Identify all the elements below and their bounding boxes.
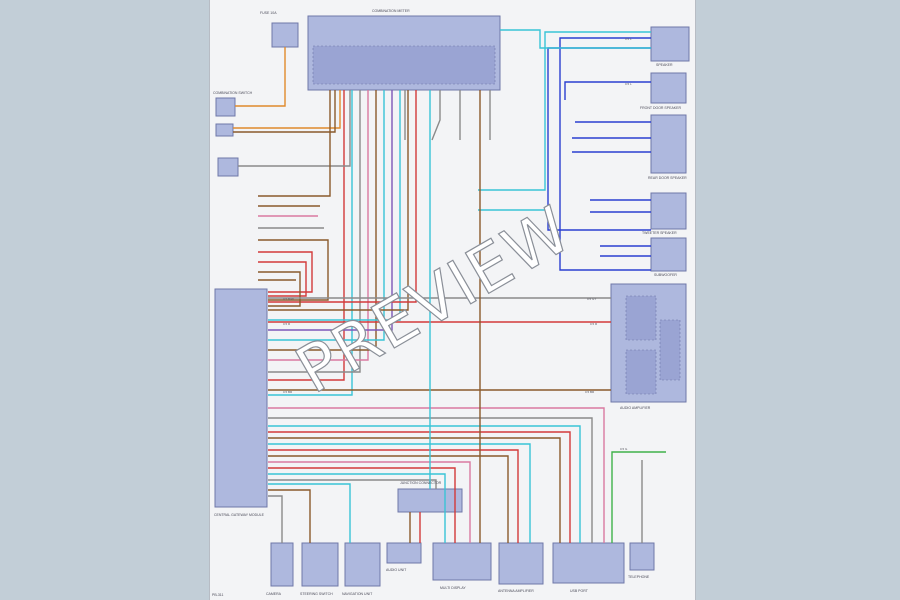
fuse-box[interactable] [271,22,299,48]
wire [268,90,345,381]
wire [268,90,361,373]
wire [235,47,286,107]
wire [268,417,593,543]
component-boxes [214,15,690,587]
amplifier-inner-bottom [625,349,657,395]
right-box-3[interactable] [650,114,687,174]
wire [268,90,409,311]
right-4-label: TWEETER SPEAKER [642,231,677,235]
wire [268,431,571,543]
page-id: PB-311 [212,593,223,597]
preview-watermark: PREVIEW [284,192,584,408]
wires [233,29,666,543]
wire [268,90,393,331]
mid-connector-label: JUNCTION CONNECTOR [400,481,442,485]
right-box-1[interactable] [650,26,690,62]
bottom-8-label: TELEPHONE [628,575,650,579]
wire [268,495,283,543]
wire [268,90,417,303]
wire [268,461,471,543]
left-small-box[interactable] [215,123,234,137]
wire [268,407,605,543]
top-module-inner [312,45,496,85]
amplifier-label: AUDIO AMPLIFIER [620,406,651,410]
bottom-box-7[interactable] [552,542,625,584]
wire [258,261,307,297]
wire [258,90,331,197]
bottom-4-label: AUDIO UNIT [386,568,407,572]
wire [268,489,311,543]
right-box-5[interactable] [650,237,687,272]
bottom-3-label: NAVIGATION UNIT [342,592,373,596]
right-3-label: REAR DOOR SPEAKER [648,176,687,180]
right-box-2[interactable] [650,72,687,104]
bottom-5-label: MULTI DISPLAY [440,586,466,590]
wire [258,271,301,307]
pin-label: 0.5 L [625,82,632,86]
wire [559,37,651,271]
wire [233,90,341,129]
wire [547,47,651,231]
wire [268,90,377,351]
mid-connector-box[interactable] [397,488,463,513]
amplifier-inner-right [659,319,681,381]
wire [268,483,351,543]
box-labels: COMBINATION METER FUSE 10A COMBINATION S… [212,9,687,597]
pin-label: 0.5 R [283,322,291,326]
left-module-label: CENTRAL GATEWAY MODULE [214,513,265,517]
right-box-4[interactable] [650,192,687,230]
pin-label: 0.5 R [590,322,598,326]
pin-label: 0.5 BR [585,390,595,394]
bottom-box-1[interactable] [270,542,294,587]
right-1-label: SPEAKER [656,63,673,67]
wire [268,90,353,396]
bottom-box-5[interactable] [432,542,492,581]
pin-label: 0.5 GY [587,297,596,301]
bottom-box-4[interactable] [386,542,422,564]
wire [268,437,561,543]
right-2-label: FRONT DOOR SPEAKER [640,106,681,110]
pin-label: 0.5 BR [283,390,293,394]
bottom-box-3[interactable] [344,542,381,587]
bottom-box-2[interactable] [301,542,339,587]
wire [233,90,336,133]
bottom-1-label: CAMERA [266,592,282,596]
pin-label: 0.5 B/W [283,297,294,301]
top-module-label: COMBINATION METER [372,9,410,13]
wire [431,90,441,141]
left-sensor-label: COMBINATION SWITCH [213,91,253,95]
wire [268,467,456,543]
pin-label: 0.5 G [620,447,628,451]
fuse-label: FUSE 10A [260,11,277,15]
right-5-label: SUBWOOFER [654,273,677,277]
wire [258,251,313,293]
wire [268,90,385,341]
wire [611,451,666,543]
wire [268,449,519,543]
wire [268,473,446,543]
wire [268,455,509,543]
pin-label: 0.5 L [625,37,632,41]
bottom-7-label: USB PORT [570,589,589,593]
wire [268,90,369,361]
amplifier-inner-top [625,295,657,341]
bottom-box-6[interactable] [498,542,544,585]
wire [564,81,651,100]
left-small-box-2[interactable] [217,157,239,177]
bottom-box-8[interactable] [629,542,655,571]
bottom-2-label: STEERING SWITCH [300,592,333,596]
wire [268,479,437,489]
wire [238,90,351,167]
wire [478,31,651,191]
wire [268,90,401,321]
wire [268,443,531,543]
pin-labels: 0.5 B/W 0.5 R 0.5 BR 0.5 GY 0.5 R 0.5 BR… [283,37,632,451]
left-module-box[interactable] [214,288,268,508]
wire [268,425,581,543]
wire [500,29,651,49]
left-sensor-box[interactable] [215,97,236,117]
bottom-6-label: ANTENNA AMPLIFIER [498,589,534,593]
wire [258,239,329,301]
